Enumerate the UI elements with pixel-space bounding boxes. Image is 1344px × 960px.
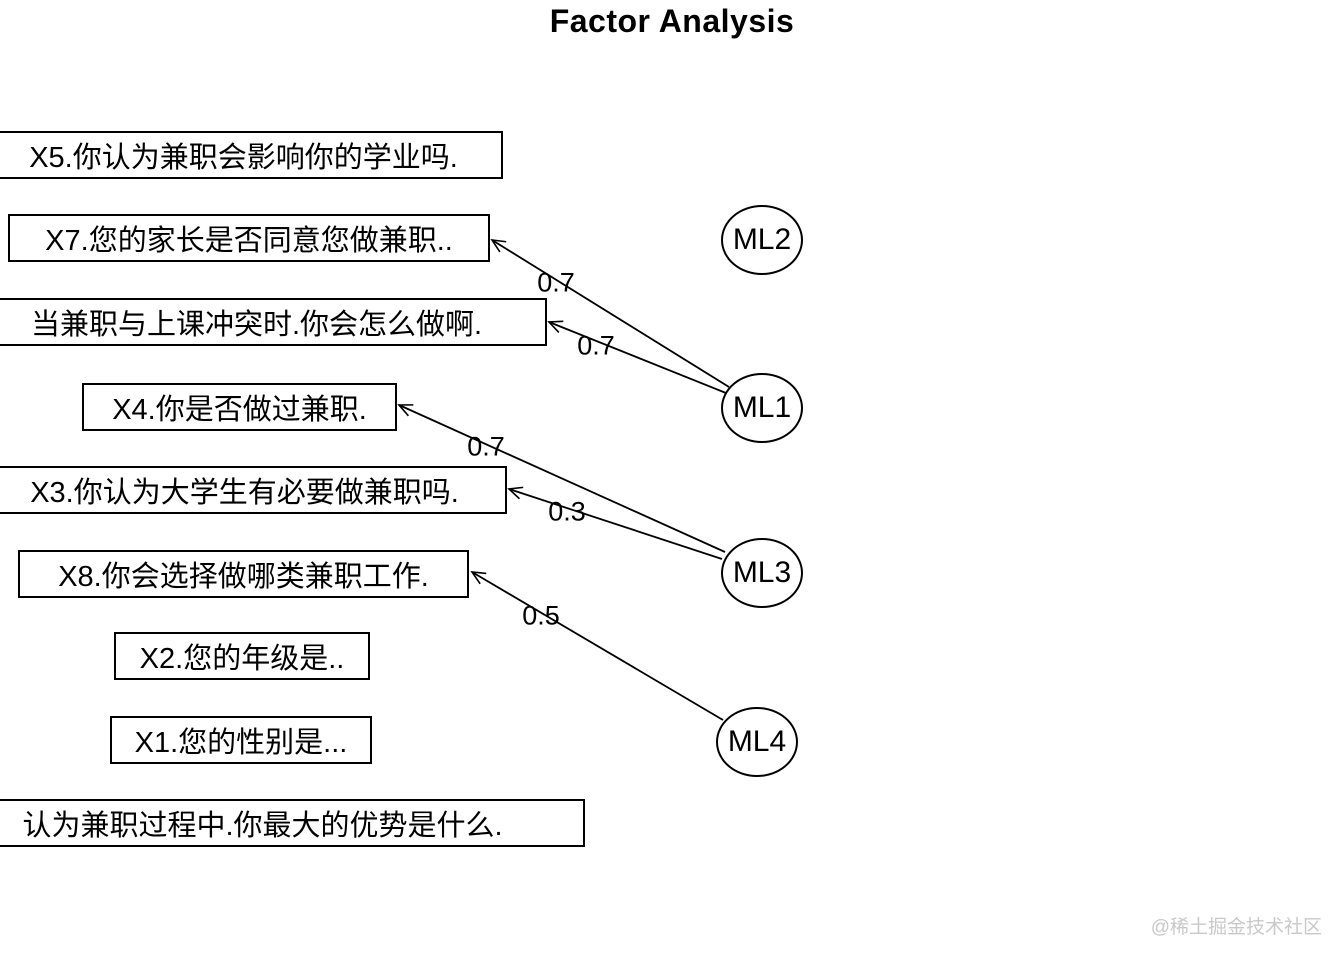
loading-value-ml4-x8: 0.5 bbox=[522, 600, 560, 631]
loading-value-ml3-x3: 0.3 bbox=[548, 496, 586, 527]
variable-label-x7: X7.您的家长是否同意您做兼职.. bbox=[45, 225, 453, 257]
variable-box-x4: X4.你是否做过兼职. bbox=[82, 383, 397, 431]
factor-label-ml1: ML1 bbox=[732, 391, 792, 424]
variable-label-x3: X3.你认为大学生有必要做兼职吗. bbox=[30, 477, 459, 509]
variable-label-x5: X5.你认为兼职会影响你的学业吗. bbox=[29, 142, 458, 174]
factor-node-ml4: ML4 bbox=[716, 707, 798, 777]
variable-box-x2: X2.您的年级是.. bbox=[114, 632, 370, 680]
edge-ml1-x6 bbox=[547, 320, 727, 394]
variable-label-x1: X1.您的性别是... bbox=[134, 727, 348, 759]
edge-ml1-x7 bbox=[490, 238, 730, 388]
variable-box-x9: 认为兼职过程中.你最大的优势是什么. bbox=[0, 799, 585, 847]
variable-label-x9: 认为兼职过程中.你最大的优势是什么. bbox=[22, 810, 503, 842]
variable-box-x5: X5.你认为兼职会影响你的学业吗. bbox=[0, 131, 503, 179]
loading-value-ml3-x4: 0.7 bbox=[467, 431, 505, 462]
edge-ml3-x4 bbox=[397, 404, 726, 553]
factor-node-ml3: ML3 bbox=[721, 538, 803, 608]
variable-label-x8: X8.你会选择做哪类兼职工作. bbox=[58, 561, 429, 593]
loading-value-ml1-x7: 0.7 bbox=[537, 267, 575, 298]
variable-label-x2: X2.您的年级是.. bbox=[139, 643, 345, 675]
watermark: @稀土掘金技术社区 bbox=[1150, 917, 1322, 938]
variable-box-x3: X3.你认为大学生有必要做兼职吗. bbox=[0, 466, 507, 514]
chart-title: Factor Analysis bbox=[549, 3, 795, 39]
factor-node-ml2: ML2 bbox=[721, 205, 803, 275]
variable-box-x1: X1.您的性别是... bbox=[110, 716, 372, 764]
factor-label-ml2: ML2 bbox=[732, 223, 792, 256]
variable-label-x4: X4.你是否做过兼职. bbox=[112, 394, 367, 426]
variable-box-x6: 当兼职与上课冲突时.你会怎么做啊. bbox=[0, 298, 547, 346]
factor-label-ml3: ML3 bbox=[732, 556, 792, 589]
loading-value-ml1-x6: 0.7 bbox=[577, 330, 615, 361]
edge-ml4-x8 bbox=[470, 571, 724, 721]
factor-node-ml1: ML1 bbox=[721, 373, 803, 443]
variable-box-x8: X8.你会选择做哪类兼职工作. bbox=[18, 550, 469, 598]
edge-ml3-x3 bbox=[507, 486, 723, 560]
variable-box-x7: X7.您的家长是否同意您做兼职.. bbox=[8, 214, 490, 262]
variable-label-x6: 当兼职与上课冲突时.你会怎么做啊. bbox=[30, 309, 483, 341]
factor-label-ml4: ML4 bbox=[727, 725, 787, 758]
